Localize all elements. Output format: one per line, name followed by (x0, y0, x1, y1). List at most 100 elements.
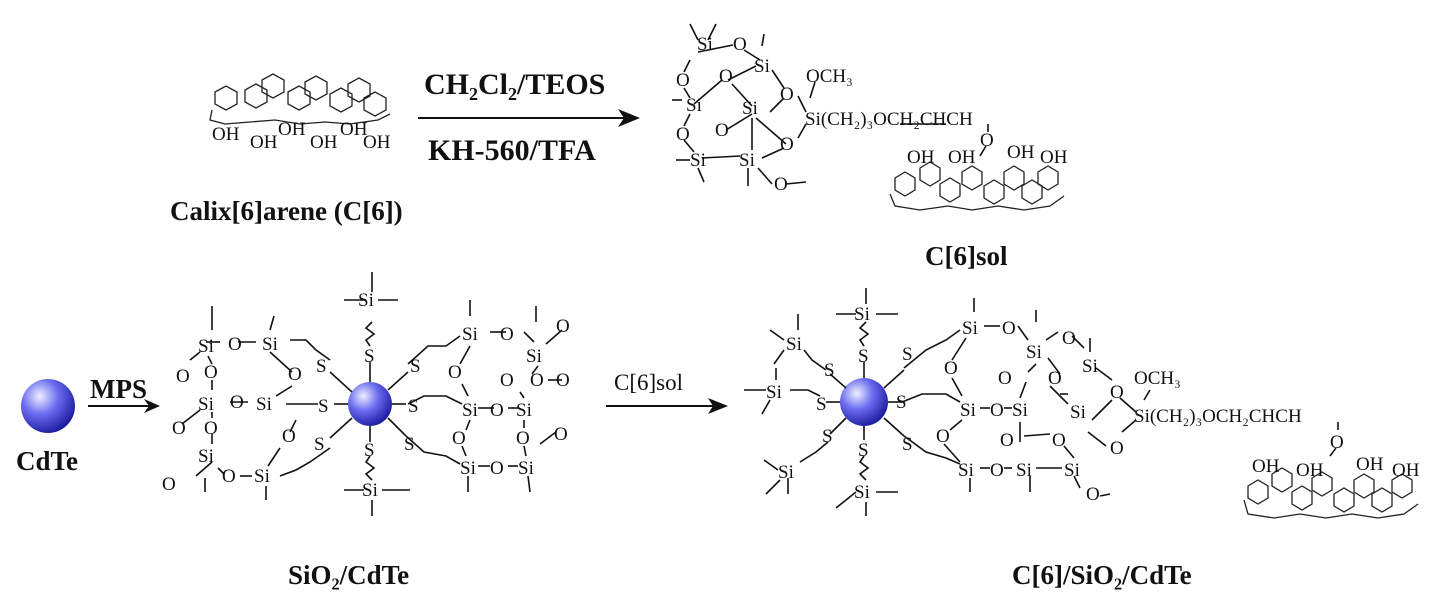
sio2-cdte-bonds (181, 272, 563, 516)
arrowhead-1 (618, 109, 640, 127)
o-atom: O (990, 460, 1004, 481)
o-atom: O (676, 124, 690, 145)
final-caption: C[6]/SiO₂/CdTe (1012, 560, 1192, 590)
s-atom: S (316, 356, 327, 377)
oh-label: OH (907, 147, 935, 168)
si-atom: Si (462, 324, 478, 345)
si-atom: Si (754, 56, 770, 77)
oh-label: OH (278, 119, 306, 140)
si-atom: Si (742, 98, 758, 119)
o-atom: O (980, 130, 994, 151)
si-atom: Si (1026, 342, 1042, 363)
o-atom: O (556, 316, 570, 337)
s-atom: S (822, 426, 833, 447)
o-atom: O (172, 418, 186, 439)
o-atom: O (288, 364, 302, 385)
si-atom: Si (526, 346, 542, 367)
s-atom: S (896, 392, 907, 413)
o-atom: O (990, 400, 1004, 421)
oh-label: OH (340, 119, 368, 140)
o-atom: O (1002, 318, 1016, 339)
s-atom: S (902, 434, 913, 455)
cdte-quantum-dot (21, 379, 75, 433)
si-atom: Si (690, 150, 706, 171)
s-atom: S (858, 346, 869, 367)
o-atom: O (780, 134, 794, 155)
oh-label: OH (948, 147, 976, 168)
s-atom: S (404, 434, 415, 455)
o-atom: O (1062, 328, 1076, 349)
o-atom: O (490, 458, 504, 479)
sio2-cdte-core (348, 382, 392, 426)
si-atom: Si (1064, 460, 1080, 481)
o-atom: O (204, 362, 218, 383)
final-cdte-core (840, 378, 888, 426)
calixarene-structure (209, 73, 391, 125)
s-atom: S (816, 394, 827, 415)
o-atom: O (490, 400, 504, 421)
o-atom: O (516, 428, 530, 449)
oh-label: OH (1356, 454, 1384, 475)
o-atom: O (1000, 430, 1014, 451)
si-atom: Si (1082, 356, 1098, 377)
reagent-bottom-label: KH-560/TFA (428, 134, 596, 167)
o-atom: O (452, 428, 466, 449)
si-atom: Si (1016, 460, 1032, 481)
o-atom: O (162, 474, 176, 495)
o-atom: O (204, 418, 218, 439)
o-atom: O (715, 120, 729, 141)
s-atom: S (364, 440, 375, 461)
o-atom: O (774, 174, 788, 195)
si-atom: Si (460, 458, 476, 479)
oh-label: OH (1296, 460, 1324, 481)
arrowhead-2 (708, 398, 728, 414)
si-atom: Si (958, 460, 974, 481)
s-atom: S (824, 360, 835, 381)
oh-label: OH (1040, 147, 1068, 168)
step2-label: C[6]sol (614, 370, 683, 395)
o-atom: O (448, 362, 462, 383)
si-atom: Si (462, 400, 478, 421)
si-atom: Si (739, 150, 755, 171)
s-atom: S (318, 396, 329, 417)
o-atom: O (500, 324, 514, 345)
silane-chain-label: Si(CH₂)₃OCH₂CHCH (805, 109, 973, 130)
oh-label: OH (310, 132, 338, 153)
o-atom: O (500, 370, 514, 391)
si-atom: Si (518, 458, 534, 479)
o-atom: O (1052, 430, 1066, 451)
o-atom: O (230, 392, 244, 413)
si-atom: Si (262, 334, 278, 355)
final-structure-bonds (744, 288, 1339, 516)
o-atom: O (282, 426, 296, 447)
oh-label: OH (1252, 456, 1280, 477)
sio2-cdte-caption: SiO₂/CdTe (288, 560, 409, 590)
s-atom: S (858, 440, 869, 461)
o-atom: O (936, 426, 950, 447)
silane-chain-label: Si(CH₂)₃OCH₂CHCH (1134, 406, 1302, 427)
si-atom: Si (962, 318, 978, 339)
o-atom: O (780, 84, 794, 105)
sol-cage-bonds (672, 23, 989, 186)
o-atom: O (176, 366, 190, 387)
si-atom: Si (198, 394, 214, 415)
o-atom: O (1048, 368, 1062, 389)
o-atom: O (944, 358, 958, 379)
si-atom: Si (1070, 402, 1086, 423)
oh-label: OH (1007, 142, 1035, 163)
si-atom: Si (854, 304, 870, 325)
si-atom: Si (686, 95, 702, 116)
si-atom: Si (256, 394, 272, 415)
sol-caption: C[6]sol (925, 241, 1008, 271)
oh-label: OH (363, 132, 391, 153)
si-atom: Si (697, 34, 713, 55)
o-atom: O (1086, 484, 1100, 505)
cdte-label: CdTe (16, 446, 78, 476)
mps-arrowhead (144, 399, 160, 413)
o-atom: O (733, 34, 747, 55)
s-atom: S (364, 346, 375, 367)
o-atom: O (719, 66, 733, 87)
o-atom: O (228, 334, 242, 355)
methoxy-label: OCH₃ (806, 66, 853, 87)
